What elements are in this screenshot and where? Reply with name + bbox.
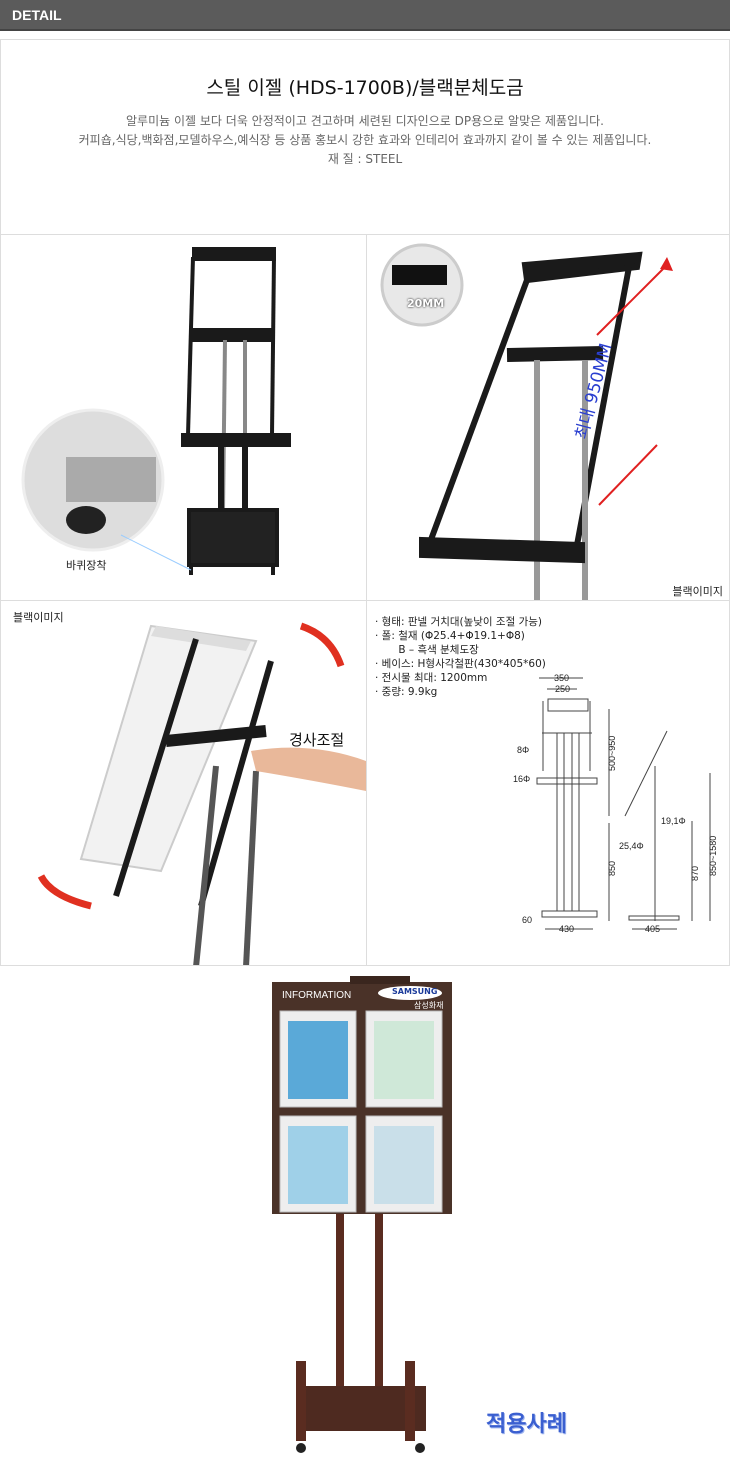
dim-870: 870 [690,866,700,881]
easel-tilt-illustration [37,622,366,965]
brand-logo: SAMSUNG [392,987,438,996]
spec-panel: · 형태: 판넬 거치대(높낮이 조절 가능) · 폴: 철재 (Φ25.4+Φ… [366,600,730,966]
material-line: 재 질 : STEEL [327,152,403,166]
tilt-label: 경사조절 [289,731,345,749]
dim-60: 60 [522,915,532,925]
header-label: DETAIL [12,7,62,23]
product-title: 스틸 이젤 (HDS-1700B)/블랙분체도금 [206,77,524,99]
photo-tilt: 블랙이미지 경사조절 [0,600,367,966]
example-section: INFORMATION SAMSUNG 삼성화재 [0,966,730,1470]
dim-19: 19,1Φ [661,816,686,826]
board-title: INFORMATION [282,990,352,1001]
dim-adjust: 500~950 [607,736,617,771]
spec-item: · 베이스: H형사각철판(430*405*60) [375,658,546,670]
example-caption: 적용사례 [486,1412,567,1437]
dimension-drawing: 350 250 8Φ 16Φ 500~950 850 60 430 19,1Φ … [513,673,718,934]
dim-850: 850 [607,861,617,876]
wheel-label: 바퀴장착 [66,559,107,572]
detail-header: DETAIL [0,0,730,31]
dim-top-outer: 350 [554,673,569,683]
dim-405: 405 [645,924,660,934]
spec-item: · 형태: 판넬 거치대(높낮이 조절 가능) [375,616,542,628]
black-image-label: 블랙이미지 [672,585,723,598]
size-badge: 20MM [407,297,445,310]
desc-line: 알루미늄 이젤 보다 더욱 안정적이고 견고하며 세련된 디자인으로 DP용으로… [126,114,604,128]
spec-item: · 중량: 9.9kg [375,686,438,698]
dim-total: 850~1580 [708,836,718,876]
easel-front-illustration [21,247,291,575]
spec-item: B – 흑색 분체도장 [375,644,479,656]
intro-section: 스틸 이젤 (HDS-1700B)/블랙분체도금 알루미늄 이젤 보다 더욱 안… [0,39,730,234]
black-image-label: 블랙이미지 [13,611,64,624]
spec-list: · 형태: 판넬 거치대(높낮이 조절 가능) · 폴: 철재 (Φ25.4+Φ… [375,615,546,699]
dim-16: 16Φ [513,774,530,784]
dim-25: 25,4Φ [619,841,644,851]
photo-front-view: 바퀴장착 [0,234,367,601]
easel-adjust-illustration [380,243,673,600]
photo-height-adjust: 20MM 최대 950MM 블랙이미지 [366,234,730,601]
dim-top-inner: 250 [555,684,570,694]
desc-line: 커피숍,식당,백화점,모델하우스,예식장 등 상품 홍보시 강한 효과와 인테리… [78,133,652,147]
spec-item: · 전시물 최대: 1200mm [375,672,488,684]
dim-430: 430 [559,924,574,934]
brand-sub: 삼성화재 [414,1001,444,1010]
product-description: 알루미늄 이젤 보다 더욱 안정적이고 견고하며 세련된 디자인으로 DP용으로… [1,112,729,169]
example-easel-illustration [272,976,452,1453]
dim-8: 8Φ [517,745,529,755]
spec-item: · 폴: 철재 (Φ25.4+Φ19.1+Φ8) [375,630,525,642]
